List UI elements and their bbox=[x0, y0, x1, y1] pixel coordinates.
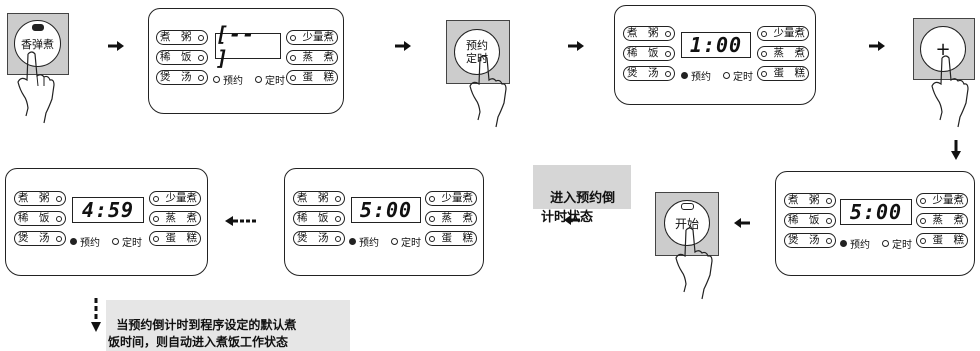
congee-button[interactable]: 稀 饭 bbox=[784, 213, 836, 228]
left-arrow-icon bbox=[564, 215, 580, 225]
hand-icon bbox=[469, 55, 507, 128]
cake-button[interactable]: 蛋 糕 bbox=[149, 231, 201, 246]
rice-cook-label: 香弹煮 bbox=[21, 37, 54, 51]
steam-button[interactable]: 蒸 煮 bbox=[149, 211, 201, 226]
timer-indicator: 定时 bbox=[882, 236, 912, 251]
small-cook-button[interactable]: 少量煮 bbox=[916, 193, 968, 208]
reserve-indicator: 预约 bbox=[213, 72, 243, 87]
auto-cook-note: 当预约倒计时到程序设定的默认煮 饭时间，则自动进入煮饭工作状态 bbox=[106, 300, 350, 351]
soup-button[interactable]: 煲 汤 bbox=[784, 233, 836, 248]
hand-icon bbox=[675, 227, 713, 300]
congee-button[interactable]: 稀 饭 bbox=[14, 211, 66, 226]
dotted-left-arrow-icon bbox=[225, 216, 256, 226]
congee-button[interactable]: 稀 饭 bbox=[293, 211, 345, 226]
timer-indicator: 定时 bbox=[255, 72, 285, 87]
cake-button[interactable]: 蛋 糕 bbox=[916, 233, 968, 248]
small-cook-button[interactable]: 少量煮 bbox=[425, 191, 477, 206]
porridge-button[interactable]: 煮 粥 bbox=[623, 26, 675, 41]
timer-indicator: 定时 bbox=[112, 234, 142, 249]
steam-button[interactable]: 蒸 煮 bbox=[286, 50, 338, 65]
porridge-button[interactable]: 煮 粥 bbox=[156, 30, 208, 45]
porridge-button[interactable]: 煮 粥 bbox=[784, 193, 836, 208]
soup-button[interactable]: 煲 汤 bbox=[293, 231, 345, 246]
hand-icon bbox=[931, 55, 969, 128]
reserve-timer-label: 预约 定时 bbox=[466, 39, 488, 65]
display-screen: 1:00 bbox=[681, 32, 751, 58]
start-label: 开始 bbox=[674, 216, 699, 231]
reserve-indicator: 预约 bbox=[681, 68, 711, 83]
right-arrow-icon bbox=[395, 41, 411, 51]
small-cook-button[interactable]: 少量煮 bbox=[757, 26, 809, 41]
soup-button[interactable]: 煲 汤 bbox=[156, 70, 208, 85]
cake-button[interactable]: 蛋 糕 bbox=[425, 231, 477, 246]
soup-button[interactable]: 煲 汤 bbox=[623, 66, 675, 81]
timer-indicator: 定时 bbox=[723, 68, 753, 83]
control-panel-4: 煮 粥 稀 饭 煲 汤 5:00 预约 定时 少量煮 蒸 煮 蛋 糕 bbox=[284, 168, 484, 276]
plus-button[interactable]: + bbox=[920, 26, 966, 72]
congee-button[interactable]: 稀 饭 bbox=[156, 50, 208, 65]
reserve-indicator: 预约 bbox=[70, 234, 100, 249]
right-arrow-icon bbox=[869, 41, 885, 51]
control-panel-1: 煮 粥 稀 饭 煲 汤 [-- ] 预约 定时 少量煮 蒸 煮 蛋 糕 bbox=[148, 8, 344, 114]
hand-icon bbox=[17, 51, 55, 124]
right-arrow-icon bbox=[108, 41, 124, 51]
cake-button[interactable]: 蛋 糕 bbox=[286, 70, 338, 85]
display-screen: 4:59 bbox=[72, 197, 144, 223]
display-screen: [-- ] bbox=[215, 22, 281, 70]
reserve-indicator: 预约 bbox=[349, 234, 379, 249]
reserve-indicator: 预约 bbox=[840, 236, 870, 251]
small-cook-button[interactable]: 少量煮 bbox=[149, 191, 201, 206]
timer-indicator: 定时 bbox=[391, 234, 421, 249]
countdown-state-box: 进入预约倒 计时状态 bbox=[533, 165, 631, 225]
steam-button[interactable]: 蒸 煮 bbox=[916, 213, 968, 228]
congee-button[interactable]: 稀 饭 bbox=[623, 46, 675, 61]
right-arrow-icon bbox=[568, 41, 584, 51]
plus-label: + bbox=[935, 38, 951, 60]
indicator-lamp bbox=[32, 24, 44, 31]
cake-button[interactable]: 蛋 糕 bbox=[757, 66, 809, 81]
reserve-timer-button[interactable]: 预约 定时 bbox=[454, 29, 500, 75]
left-arrow-icon bbox=[734, 218, 750, 228]
soup-button[interactable]: 煲 汤 bbox=[14, 231, 66, 246]
steam-button[interactable]: 蒸 煮 bbox=[757, 46, 809, 61]
small-cook-button[interactable]: 少量煮 bbox=[286, 30, 338, 45]
indicator-lamp bbox=[681, 203, 694, 210]
display-screen: 5:00 bbox=[351, 197, 421, 223]
steam-button[interactable]: 蒸 煮 bbox=[425, 211, 477, 226]
display-screen: 5:00 bbox=[840, 199, 912, 225]
dotted-down-arrow-icon bbox=[91, 298, 101, 332]
control-panel-5: 煮 粥 稀 饭 煲 汤 4:59 预约 定时 少量煮 蒸 煮 蛋 糕 bbox=[5, 168, 208, 276]
porridge-button[interactable]: 煮 粥 bbox=[14, 191, 66, 206]
porridge-button[interactable]: 煮 粥 bbox=[293, 191, 345, 206]
control-panel-3: 煮 粥 稀 饭 煲 汤 5:00 预约 定时 少量煮 蒸 煮 蛋 糕 bbox=[775, 171, 975, 276]
control-panel-2: 煮 粥 稀 饭 煲 汤 1:00 预约 定时 少量煮 蒸 煮 蛋 糕 bbox=[614, 5, 816, 105]
down-arrow-icon bbox=[951, 140, 961, 160]
